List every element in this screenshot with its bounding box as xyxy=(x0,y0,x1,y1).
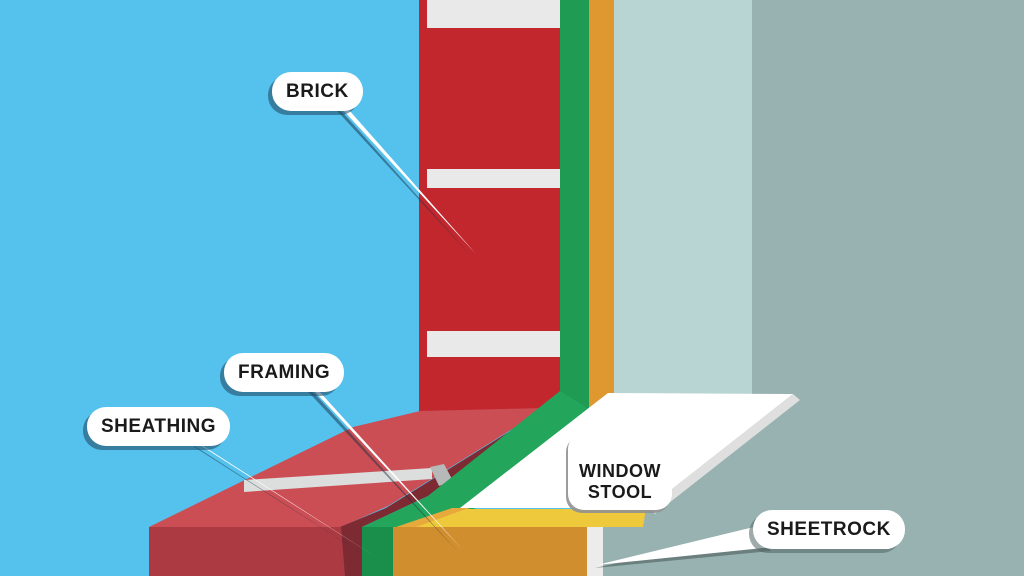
sheetrock-panel xyxy=(587,527,603,576)
framing-stud xyxy=(589,0,614,409)
window-stool-bevel xyxy=(648,394,800,514)
label-sheetrock-text: SHEETROCK xyxy=(767,519,891,540)
sheathing-panel xyxy=(560,0,589,410)
sheathing-callout-tail xyxy=(186,435,376,557)
mortar-joint-top xyxy=(427,0,560,28)
sheetrock-callout-tail xyxy=(597,526,773,565)
brick-sill-top xyxy=(149,408,546,527)
sill-mortar-edge xyxy=(430,464,453,486)
mortar-joint-middle xyxy=(427,169,560,188)
label-sheathing: SHEATHING xyxy=(87,407,230,446)
label-window-stool: WINDOW STOOL xyxy=(568,433,672,510)
sheathing-callout-tail-shadow xyxy=(182,438,372,560)
sill-mortar-joint xyxy=(244,468,432,492)
window-stool-edge xyxy=(416,509,646,527)
label-sheetrock: SHEETROCK xyxy=(753,510,905,549)
brick-callout-tail-shadow xyxy=(327,100,472,257)
framing-block xyxy=(393,527,587,576)
mortar-joint-lower xyxy=(427,331,560,357)
framing-callout-tail xyxy=(303,379,462,549)
label-framing: FRAMING xyxy=(224,353,345,392)
framing-callout-tail-shadow xyxy=(299,382,458,552)
label-window-stool-text: WINDOW STOOL xyxy=(579,461,661,502)
label-framing-text: FRAMING xyxy=(238,362,331,383)
label-brick-text: BRICK xyxy=(286,81,349,102)
label-brick: BRICK xyxy=(272,72,363,111)
brick-sill-front xyxy=(149,527,345,576)
label-sheathing-text: SHEATHING xyxy=(101,416,216,437)
brick-callout-tail xyxy=(330,96,476,254)
sheathing-front-face xyxy=(362,527,393,576)
